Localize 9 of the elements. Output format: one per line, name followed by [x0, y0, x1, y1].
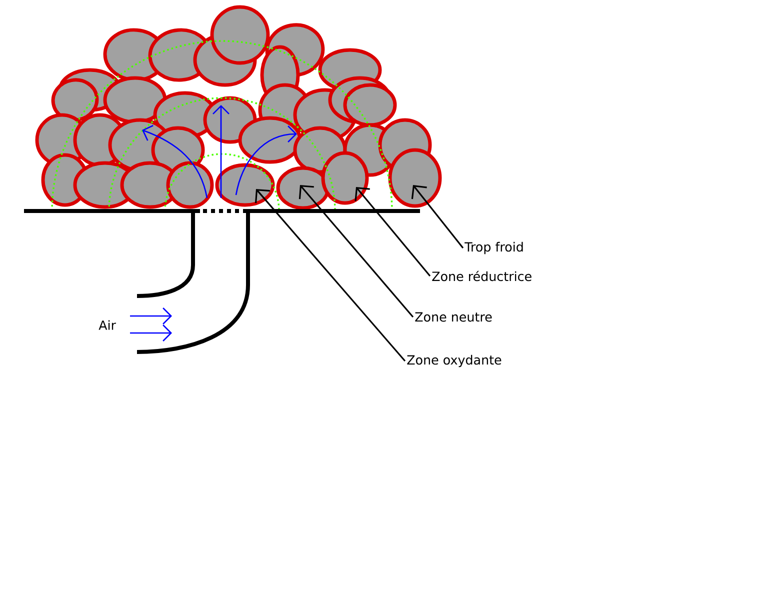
air-label: Air: [98, 320, 116, 330]
zone-label: Zone oxydante: [407, 354, 502, 368]
zone-label: Zone réductrice: [432, 270, 532, 282]
leader-line: [255, 189, 406, 362]
zone-label: Trop froid: [464, 242, 523, 254]
leader-line: [411, 185, 464, 248]
zone-label: Zone neutre: [415, 312, 492, 322]
leader-line: [298, 185, 414, 318]
leader-line: [354, 187, 431, 276]
